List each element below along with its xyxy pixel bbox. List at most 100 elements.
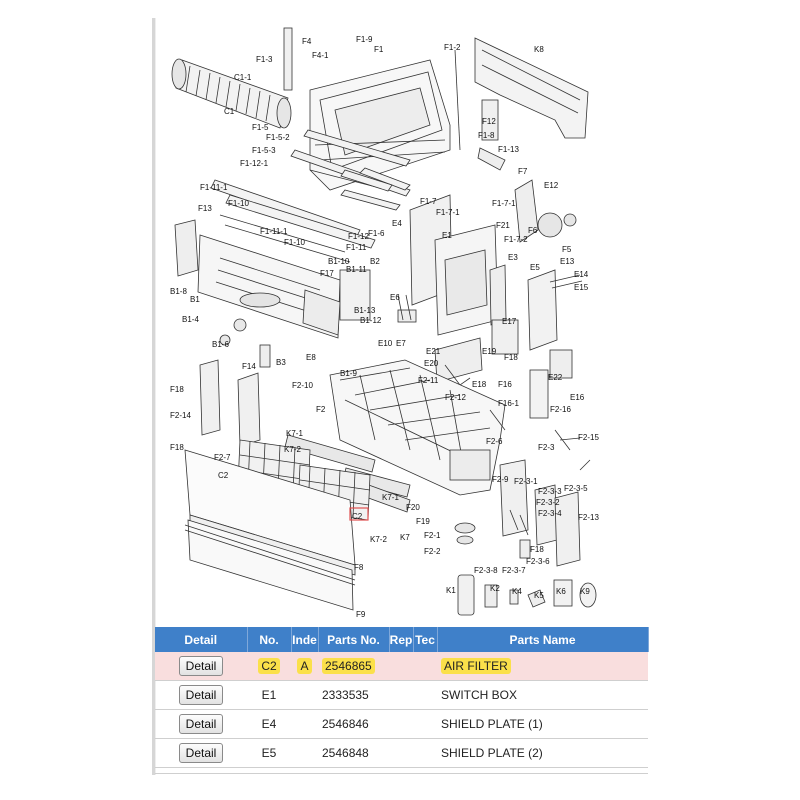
parts-number: 2546848 [318, 738, 389, 768]
rep-cell [389, 652, 413, 681]
header-detail[interactable]: Detail [155, 627, 248, 652]
part-label: F2-16 [550, 405, 571, 414]
part-label: F1-10 [284, 238, 305, 247]
part-label: K8 [534, 45, 544, 54]
parts-name: SWITCH BOX [437, 680, 648, 710]
part-label: K6 [556, 587, 566, 596]
part-label: F2-3-1 [514, 477, 538, 486]
index-value: A [297, 658, 312, 674]
header-tec[interactable]: Tec [413, 627, 438, 652]
part-label: F2-3-6 [526, 557, 550, 566]
table-row[interactable]: Detail E1 2333535 SWITCH BOX [155, 680, 648, 710]
tec-cell [413, 738, 437, 768]
front-grille [184, 449, 356, 611]
part-label: F2-2 [424, 547, 441, 556]
header-parts-name[interactable]: Parts Name [437, 627, 649, 652]
part-label: F2-3 [538, 443, 555, 452]
tec-cell [413, 709, 437, 739]
header-parts-no[interactable]: Parts No. [318, 627, 390, 652]
detail-cell: Detail [155, 738, 247, 768]
parts-diagram-svg: F1-3F4F4-1F1-9F1F1-2K8C1-1C1F1-5F1-5-2F1… [170, 27, 599, 619]
detail-button[interactable]: Detail [178, 685, 224, 705]
table-row[interactable]: Detail E4 2546846 SHIELD PLATE (1) [155, 709, 648, 739]
table-header-row: Detail No. Inde Parts No. Rep Tec Parts … [155, 627, 649, 652]
index-value [291, 709, 318, 739]
left-border-inner [155, 18, 156, 775]
parts-number-cell: 2546865 [318, 652, 389, 681]
part-label: E10 [378, 339, 393, 348]
part-label: E20 [424, 359, 439, 368]
part-label: B1 [190, 295, 200, 304]
part-label: F16-1 [498, 399, 519, 408]
part-label: F1-11-1 [200, 183, 228, 192]
part-label: F2-3-5 [564, 484, 588, 493]
part-label: E18 [472, 380, 487, 389]
header-index[interactable]: Inde [291, 627, 319, 652]
detail-cell: Detail [155, 680, 247, 710]
part-label: F1-10 [228, 199, 249, 208]
detail-cell: Detail [155, 652, 247, 681]
part-label: F2-1 [424, 531, 441, 540]
part-no: E4 [247, 709, 291, 739]
part-no: E1 [247, 680, 291, 710]
part-label: F1-8 [478, 131, 495, 140]
part-label: F1-7-2 [504, 235, 528, 244]
part-label: K5 [534, 591, 544, 600]
rep-cell [389, 680, 413, 710]
part-label: F2-15 [578, 433, 599, 442]
parts-name: SHIELD PLATE (2) [437, 738, 648, 768]
part-label: E15 [574, 283, 589, 292]
part-label: E12 [544, 181, 559, 190]
part-label: E19 [482, 347, 497, 356]
part-label: F2-9 [492, 475, 509, 484]
part-label: F4-1 [312, 51, 329, 60]
table-bottom-border [155, 773, 648, 774]
table-row[interactable]: Detail C2 A 2546865 AIR FILTER [155, 652, 648, 681]
detail-button[interactable]: Detail [178, 656, 224, 676]
part-label: F8 [354, 563, 364, 572]
table-row[interactable]: Detail E5 2546848 SHIELD PLATE (2) [155, 738, 648, 768]
parts-number: 2546865 [322, 658, 375, 674]
part-label: E21 [426, 347, 441, 356]
part-label: B1-10 [328, 257, 350, 266]
part-label: F2-3-2 [536, 498, 560, 507]
parts-name-cell: AIR FILTER [437, 652, 648, 681]
part-label: F2-6 [486, 437, 503, 446]
part-label: K1 [446, 586, 456, 595]
part-label: F5 [562, 245, 572, 254]
part-label: F1-5-3 [252, 146, 276, 155]
part-label: F17 [320, 269, 334, 278]
part-label: K2 [490, 584, 500, 593]
detail-button[interactable]: Detail [178, 743, 224, 763]
part-label: F1-3 [256, 55, 273, 64]
part-label: F18 [170, 385, 184, 394]
part-label: F9 [356, 610, 366, 619]
index-value [291, 680, 318, 710]
part-label: F18 [504, 353, 518, 362]
rep-cell [389, 738, 413, 768]
drain-pan [329, 359, 506, 496]
part-label: B3 [276, 358, 286, 367]
part-label: F20 [406, 503, 420, 512]
part-label: F13 [198, 204, 212, 213]
part-label: F1-11 [346, 243, 367, 252]
part-label: F6 [528, 226, 538, 235]
tec-cell [413, 680, 437, 710]
detail-cell: Detail [155, 709, 247, 739]
part-label: E7 [396, 339, 406, 348]
header-no[interactable]: No. [247, 627, 292, 652]
header-rep[interactable]: Rep [389, 627, 414, 652]
part-label: F2-12 [445, 393, 466, 402]
part-label: B1-12 [360, 316, 382, 325]
parts-name: AIR FILTER [441, 658, 511, 674]
part-label: F1-2 [444, 43, 461, 52]
part-label: F1-12 [348, 232, 369, 241]
part-label: F1-5 [252, 123, 269, 132]
part-label: F18 [530, 545, 544, 554]
part-label: F2-10 [292, 381, 313, 390]
part-label: E22 [548, 373, 563, 382]
part-label: C2 [218, 471, 229, 480]
detail-button[interactable]: Detail [178, 714, 224, 734]
